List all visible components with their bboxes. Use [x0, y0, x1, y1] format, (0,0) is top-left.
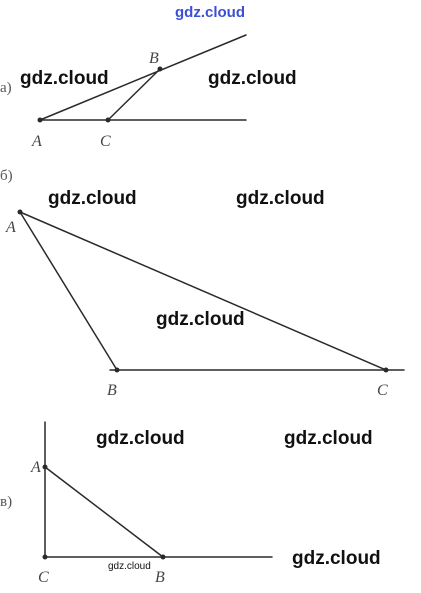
part-c-label-a: A — [30, 459, 41, 476]
part-b-segment-ab — [19, 211, 118, 371]
part-b-point-a — [17, 209, 23, 215]
part-a-segment-cb — [107, 68, 161, 121]
watermark-text: gdz.cloud — [20, 68, 109, 89]
part-b-point-c — [383, 367, 389, 373]
site-mark-top: gdz.cloud — [175, 4, 245, 21]
watermark-text: gdz.cloud — [208, 68, 297, 89]
part-b-label-b: B — [107, 382, 117, 399]
watermark-text: gdz.cloud — [236, 188, 325, 209]
part-a-label-c: C — [100, 133, 111, 150]
part-c-point-a — [42, 464, 48, 470]
part-a-point-a — [37, 117, 43, 123]
watermark-text: gdz.cloud — [284, 428, 373, 449]
part-a-label-a: A — [31, 133, 42, 150]
part-a-label-b: B — [149, 50, 159, 67]
watermark-text-small: gdz.cloud — [108, 561, 151, 572]
part-a-ray-ab — [39, 34, 247, 121]
part-c-label-b: B — [155, 569, 165, 586]
watermark-text: gdz.cloud — [156, 309, 245, 330]
part-a-point-b — [157, 66, 163, 72]
part-c-segment-ab — [44, 466, 164, 558]
watermark-text: gdz.cloud — [96, 428, 185, 449]
part-b-segment-ac — [19, 211, 387, 371]
part-c-point-c — [42, 554, 48, 560]
part-c-label-c: C — [38, 569, 49, 586]
part-b-label-c: C — [377, 382, 388, 399]
part-c-figure: в) A B C — [0, 421, 273, 586]
part-b-point-b — [114, 367, 120, 373]
part-a-figure: а) A B C — [0, 34, 247, 150]
part-c-point-b — [160, 554, 166, 560]
watermark-text: gdz.cloud — [292, 548, 381, 569]
part-b-figure: б) A B C — [0, 168, 405, 399]
part-a-label: а) — [0, 80, 12, 96]
watermark-layer: gdz.cloud gdz.cloud gdz.cloud gdz.cloud … — [20, 68, 381, 572]
part-b-label-a: A — [5, 219, 16, 236]
watermark-text: gdz.cloud — [48, 188, 137, 209]
part-b-label: б) — [0, 168, 13, 184]
part-c-label: в) — [0, 494, 12, 510]
part-a-point-c — [105, 117, 111, 123]
